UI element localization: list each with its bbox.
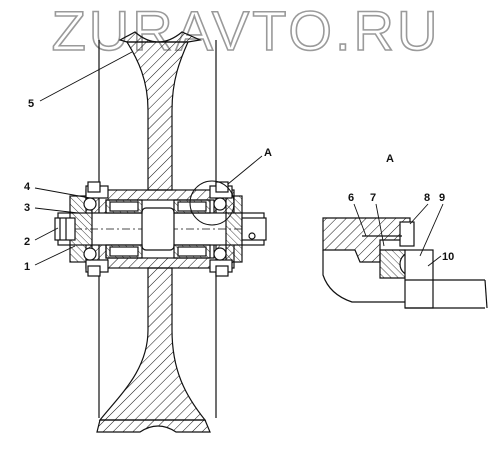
watermark: ZURAVTO.RU bbox=[52, 0, 441, 62]
lower-flange-section bbox=[98, 267, 207, 421]
detail-cover bbox=[404, 249, 434, 309]
callout-9: 9 bbox=[439, 192, 445, 204]
callout-labels: 5 4 3 2 1 A A 6 7 8 9 10 bbox=[24, 98, 454, 273]
callout-3: 3 bbox=[24, 202, 30, 214]
detail-bolt bbox=[399, 221, 415, 247]
main-section-view bbox=[54, 31, 267, 433]
shaft-collar bbox=[141, 207, 175, 251]
right-shaft-end bbox=[241, 217, 267, 241]
callout-8: 8 bbox=[424, 192, 430, 204]
detail-leaders bbox=[353, 203, 444, 267]
detail-a-circle bbox=[189, 180, 235, 226]
bolts bbox=[87, 181, 229, 277]
callout-6: 6 bbox=[348, 192, 354, 204]
main-leaders bbox=[34, 51, 263, 266]
detail-a-marker: A bbox=[264, 147, 272, 159]
upper-tread-section bbox=[118, 31, 203, 43]
upper-flange-section bbox=[125, 41, 189, 191]
callout-4: 4 bbox=[24, 181, 31, 193]
left-bearing bbox=[105, 199, 143, 259]
lower-tread-section bbox=[96, 419, 211, 433]
callout-7: 7 bbox=[370, 192, 376, 204]
detail-a-title: A bbox=[386, 153, 394, 165]
callout-5: 5 bbox=[28, 98, 34, 110]
callout-2: 2 bbox=[24, 236, 30, 248]
callout-1: 1 bbox=[24, 261, 30, 273]
left-end-cap bbox=[54, 217, 76, 241]
detail-a-view bbox=[322, 217, 488, 309]
callout-10: 10 bbox=[442, 251, 454, 263]
